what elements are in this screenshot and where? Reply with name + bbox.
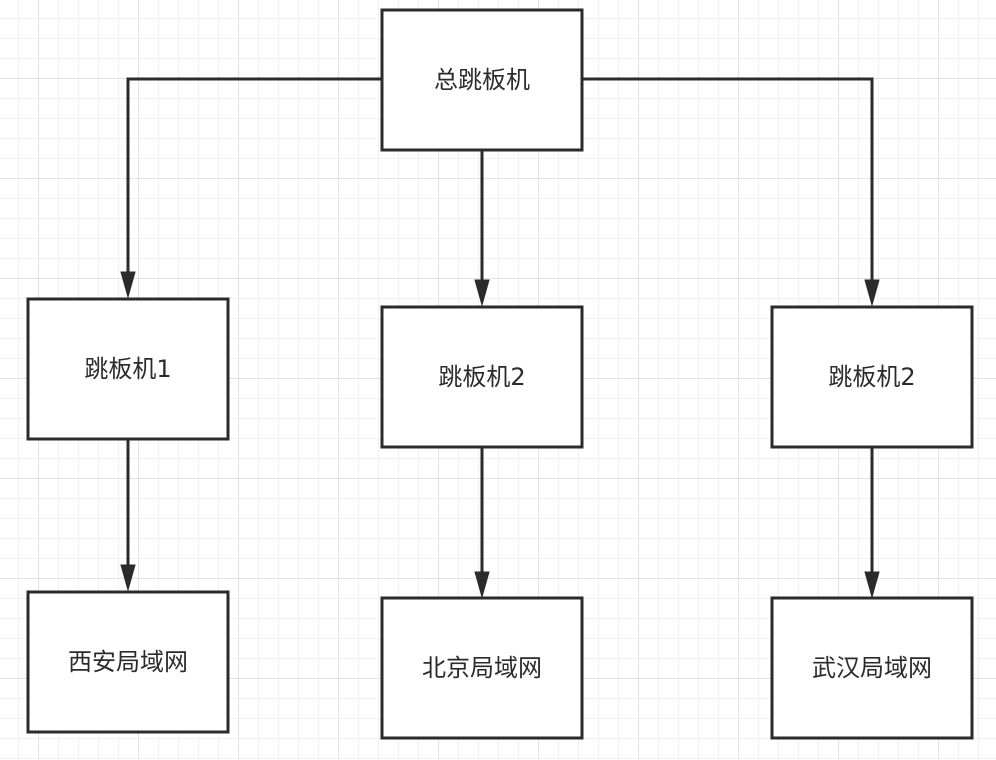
node-jump-server-2-middle: 跳板机2 <box>380 305 584 449</box>
node-xian-lan: 西安局域网 <box>26 590 230 734</box>
node-label: 跳板机2 <box>828 363 915 391</box>
connectors <box>120 77 880 599</box>
edge-root-to-jump2a <box>474 150 490 307</box>
arrow-head <box>474 279 490 307</box>
arrow-head <box>120 271 136 299</box>
node-box <box>26 297 230 441</box>
arrow-head <box>864 571 880 599</box>
node-jump-server-1: 跳板机1 <box>26 297 230 441</box>
arrow-head <box>120 564 136 592</box>
node-box <box>26 590 230 734</box>
edge-root-to-jump2b <box>582 77 880 307</box>
node-label: 武汉局域网 <box>812 654 932 682</box>
edge-root-to-jump1 <box>120 77 382 299</box>
edge-jump1-to-xian <box>120 440 136 592</box>
node-root-jump-server: 总跳板机 <box>380 8 584 152</box>
node-box <box>380 8 584 152</box>
node-label: 跳板机2 <box>438 363 525 391</box>
node-box <box>380 596 584 740</box>
node-box <box>380 305 584 449</box>
node-beijing-lan: 北京局域网 <box>380 596 584 740</box>
node-box <box>770 596 974 740</box>
edge-jump2a-to-beijing <box>474 448 490 599</box>
node-wuhan-lan: 武汉局域网 <box>770 596 974 740</box>
node-jump-server-2-right: 跳板机2 <box>770 305 974 449</box>
node-label: 北京局域网 <box>422 654 542 682</box>
arrow-head <box>474 571 490 599</box>
node-label: 西安局域网 <box>68 648 188 676</box>
node-box <box>770 305 974 449</box>
node-label: 跳板机1 <box>84 355 171 383</box>
node-label: 总跳板机 <box>434 66 530 94</box>
arrow-head <box>864 279 880 307</box>
edge-jump2b-to-wuhan <box>864 448 880 599</box>
